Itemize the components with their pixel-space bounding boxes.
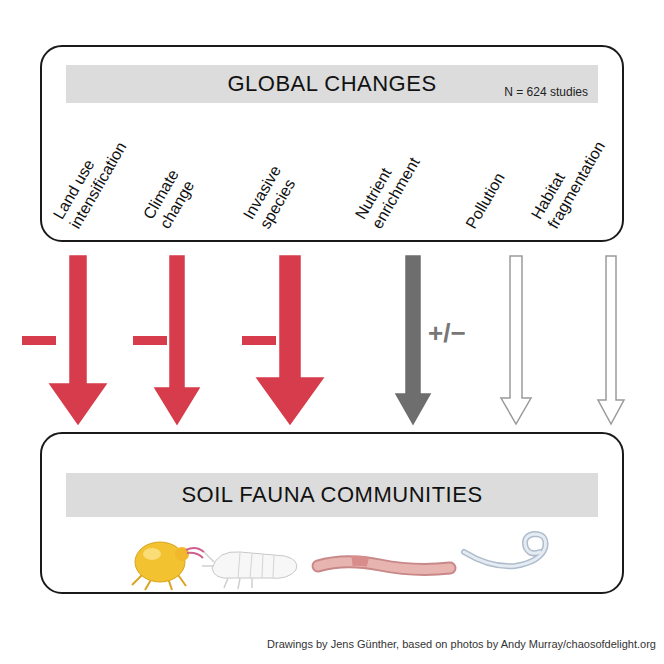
- springtail-drawing: [202, 552, 297, 589]
- earthworm-drawing: [318, 561, 450, 570]
- heading-bar: SOIL FAUNA COMMUNITIES: [66, 473, 598, 517]
- effect-sign: +/−: [428, 318, 466, 349]
- effect-arrow: [257, 256, 323, 424]
- effect-arrow: [396, 256, 430, 424]
- driver-label: Pollution: [462, 145, 523, 232]
- effect-arrow: [155, 256, 199, 424]
- credit-caption: Drawings by Jens Günther, based on photo…: [267, 638, 656, 650]
- effect-arrow: [598, 256, 624, 424]
- driver-label: Nutrient enrichment: [351, 126, 434, 232]
- driver-label: Land use intensification: [49, 109, 142, 232]
- mite-drawing: [132, 542, 204, 590]
- minus-bar: [133, 336, 167, 345]
- driver-label: Invasive species: [239, 147, 310, 232]
- driver-label: Climate change: [139, 151, 208, 232]
- minus-bar: [22, 336, 56, 345]
- study-count: N = 624 studies: [504, 85, 588, 99]
- effect-arrow: [50, 256, 106, 424]
- driver-label: Habitat fragmentation: [527, 116, 616, 232]
- nematode-drawing: [464, 534, 546, 566]
- minus-bar: [242, 336, 276, 345]
- effect-arrow: [501, 256, 531, 424]
- community-panel: SOIL FAUNA COMMUNITIES: [40, 432, 624, 594]
